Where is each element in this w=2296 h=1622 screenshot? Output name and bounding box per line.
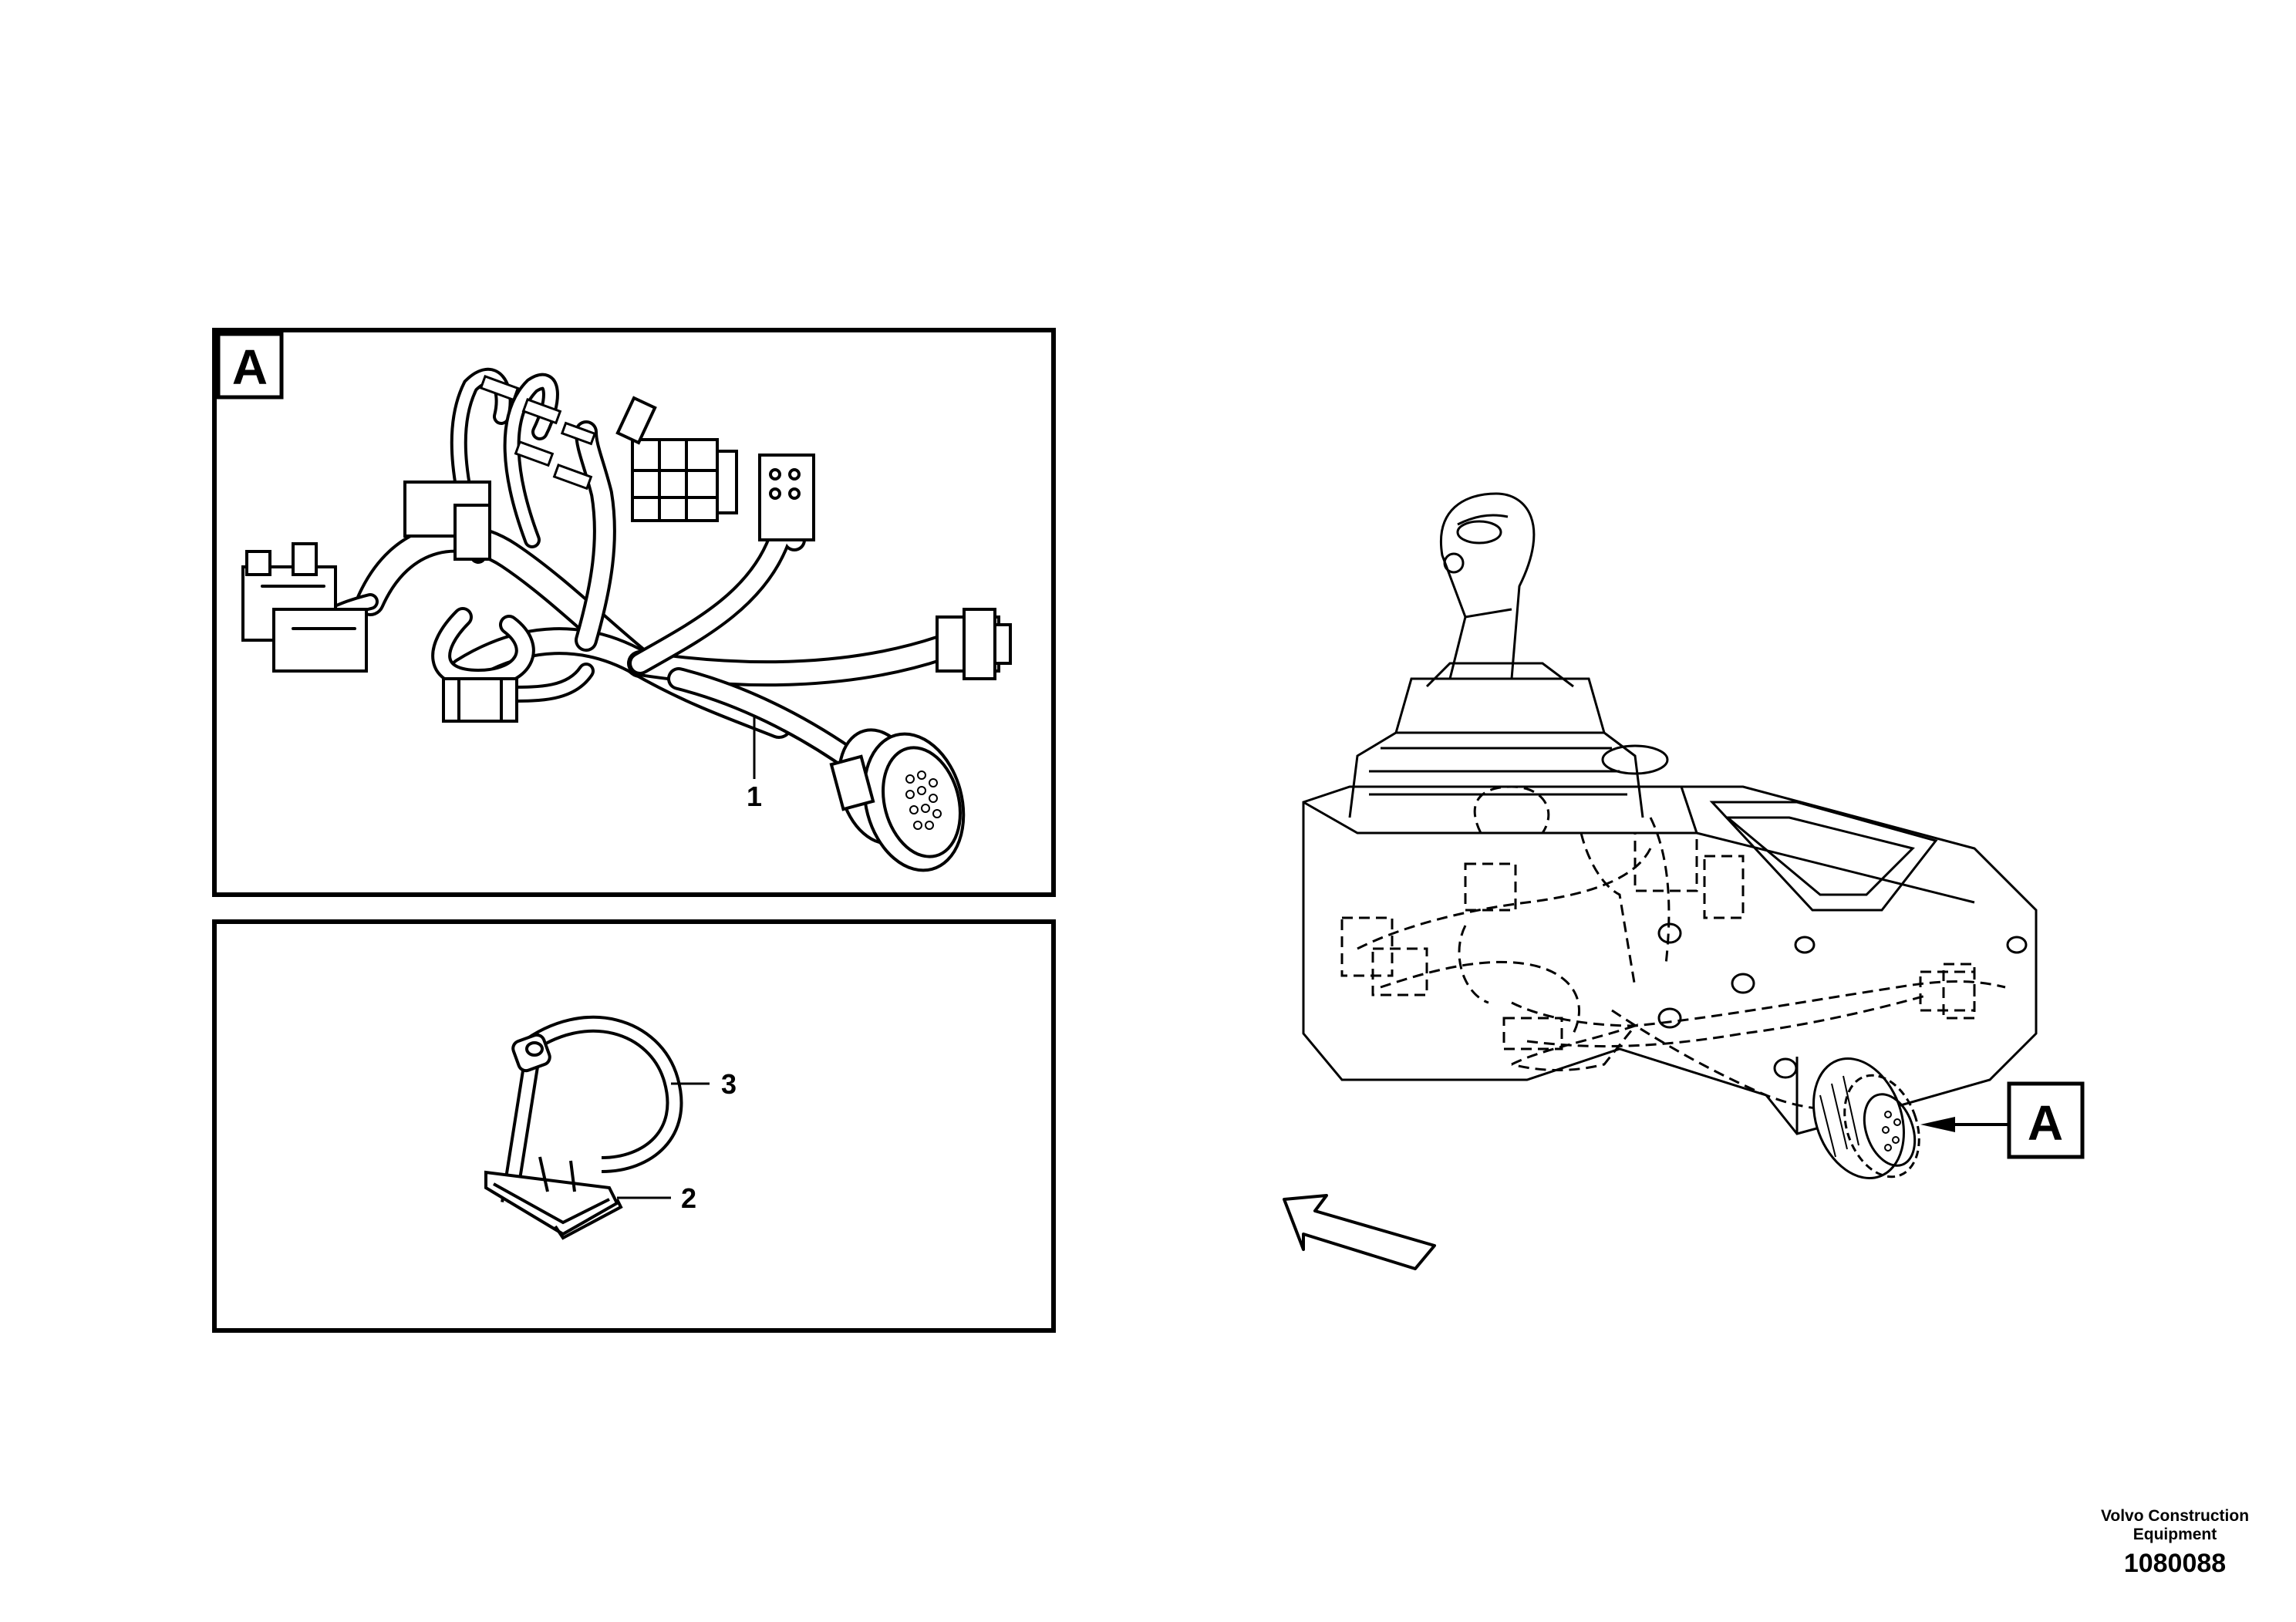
wiring-harness-drawing [241, 367, 1012, 872]
company-name-line1: Volvo Construction [2100, 1507, 2250, 1525]
document-number: 1080088 [2123, 1549, 2227, 1578]
panel-a: A [212, 328, 1056, 897]
panel-b-frame [212, 919, 1056, 1333]
callout-3: 3 [721, 1068, 737, 1100]
footer: Volvo Construction Equipment 1080088 [2075, 1507, 2275, 1579]
overview-pointer-arrow [1920, 1117, 1955, 1132]
callout-1: 1 [747, 781, 762, 812]
panel-a-label: A [232, 339, 268, 395]
panel-a-frame [212, 328, 1056, 897]
overview-label: A [2028, 1095, 2063, 1151]
direction-arrow-icon [1283, 1194, 1436, 1270]
panel-b: 3 2 [212, 919, 1056, 1333]
panel-a-label-box [216, 332, 284, 400]
cable-tie-drawing [484, 1015, 683, 1240]
control-console-drawing [1302, 492, 2038, 1179]
callout-2: 2 [681, 1182, 696, 1214]
overview-label-box [2007, 1081, 2085, 1159]
company-name-line2: Equipment [2132, 1526, 2217, 1543]
